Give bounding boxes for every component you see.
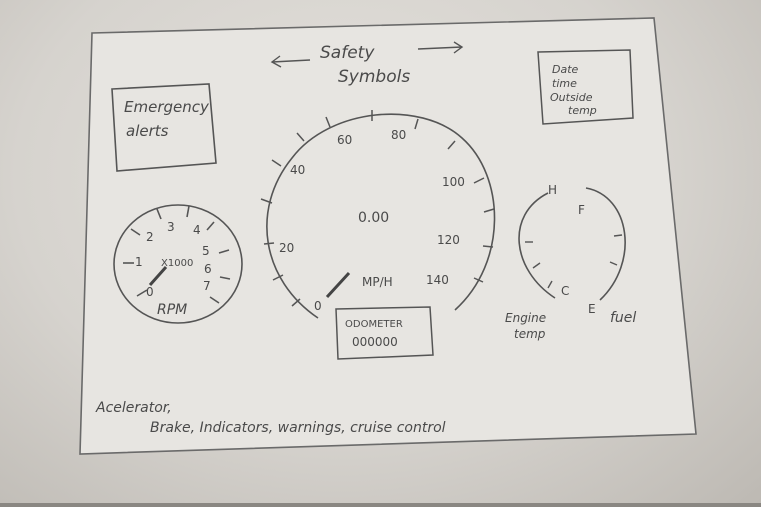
speed-tick-0: 0 <box>314 299 322 313</box>
safety-label: Safety <box>320 43 375 63</box>
odometer: ODOMETER 000000 <box>335 306 434 360</box>
speed-tick-120: 120 <box>437 233 460 247</box>
speed-tick-80: 80 <box>391 128 406 142</box>
info-line-date: Date <box>552 63 579 76</box>
speedometer: 0 20 40 60 80 100 120 140 0.00 MP/H <box>260 110 496 319</box>
rpm-tick-7: 7 <box>203 279 211 293</box>
fuel-empty-label: E <box>588 302 596 316</box>
speed-readout: 0.00 <box>358 210 389 226</box>
rpm-tick-5: 5 <box>202 244 210 258</box>
info-line-temp: temp <box>568 104 597 117</box>
safety-symbols-header <box>270 41 464 68</box>
rpm-multiplier: X1000 <box>161 258 193 269</box>
temp-cold-label: C <box>561 284 569 298</box>
info-line-outside: Outside <box>550 91 593 104</box>
fuel-full-label: F <box>578 203 585 217</box>
speedometer-needle <box>325 271 351 299</box>
speed-tick-40: 40 <box>290 163 305 177</box>
fuel-label: fuel <box>610 310 636 326</box>
date-time-temp-box: Date time Outside temp <box>537 49 634 125</box>
rpm-tick-1: 1 <box>135 255 143 269</box>
engine-temp-label: temp <box>514 327 546 341</box>
rpm-tick-4: 4 <box>193 223 201 237</box>
tachometer: 0 1 2 3 4 5 6 7 X1000 RPM <box>113 204 243 324</box>
rpm-label: RPM <box>157 302 187 318</box>
speed-tick-60: 60 <box>337 133 352 147</box>
rpm-tick-2: 2 <box>146 230 154 244</box>
tachometer-needle <box>148 266 168 286</box>
accelerator-label: Acelerator, <box>95 400 172 416</box>
speed-tick-140: 140 <box>426 273 449 287</box>
rpm-tick-3: 3 <box>167 220 175 234</box>
symbols-label: Symbols <box>338 67 410 87</box>
speed-tick-20: 20 <box>279 241 294 255</box>
rpm-tick-0: 0 <box>146 285 154 299</box>
controls-label: Brake, Indicators, warnings, cruise cont… <box>150 420 446 436</box>
emergency-alerts-box: Emergency alerts <box>111 83 217 172</box>
info-line-time: time <box>552 77 577 90</box>
speed-unit: MP/H <box>362 275 393 289</box>
odometer-label: ODOMETER <box>345 319 403 330</box>
speed-tick-100: 100 <box>442 175 465 189</box>
engine-label: Engine <box>505 311 546 325</box>
rpm-tick-6: 6 <box>204 262 212 276</box>
temp-fuel-gauge: H C E F Engine temp fuel <box>505 183 636 341</box>
odometer-value: 000000 <box>352 335 398 349</box>
temp-hot-label: H <box>548 183 557 197</box>
paper-sheet <box>79 17 697 455</box>
emergency-label: Emergency <box>124 98 210 116</box>
alerts-label: alerts <box>126 122 169 140</box>
